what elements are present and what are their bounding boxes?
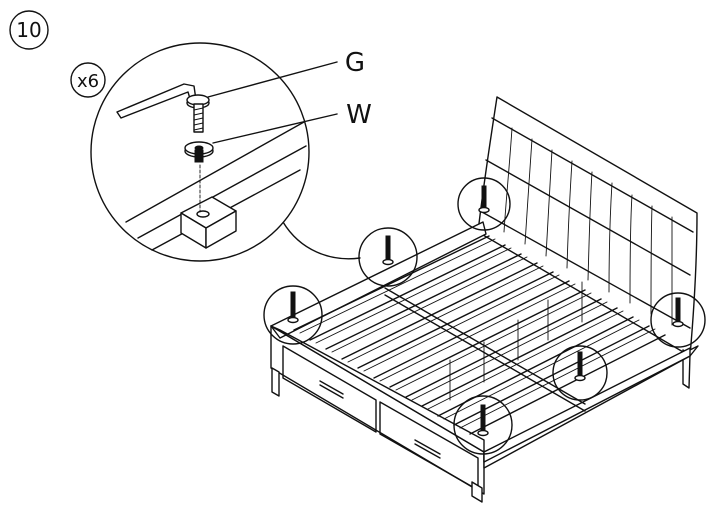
detail-rail [125, 121, 307, 251]
slats [293, 235, 666, 435]
bolt-marker-side-rail [358, 227, 418, 287]
step-badge: 10 [9, 10, 49, 50]
quantity-label: x6 [77, 71, 99, 92]
part-label-g: G [345, 48, 365, 78]
bolt-marker-centre [552, 345, 608, 401]
bolt-marker-footboard-right [453, 395, 513, 455]
headboard [477, 96, 698, 389]
bolts [287, 185, 684, 437]
part-label-w: W [346, 100, 372, 130]
washer-icon [184, 141, 214, 163]
bolt-marker-headboard-right [650, 292, 706, 348]
drawer-left [282, 345, 377, 433]
bolt-icon [186, 94, 210, 133]
bolt-marker-footboard-left [263, 285, 323, 345]
step-number: 10 [16, 18, 41, 42]
quantity-badge: x6 [70, 62, 106, 98]
bed-frame [263, 96, 706, 503]
bolt-marker-headboard-left [457, 177, 511, 231]
bolt-location-markers [263, 177, 706, 455]
detail-callout: x6 G W [70, 42, 372, 262]
